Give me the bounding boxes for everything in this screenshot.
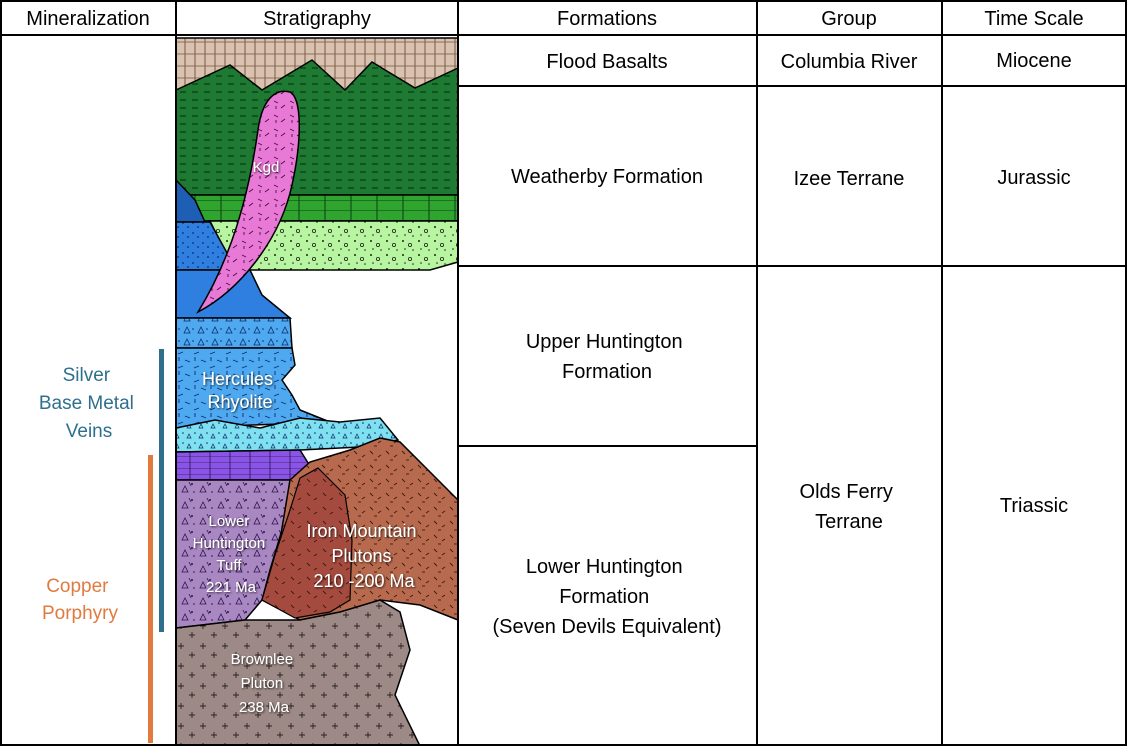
unit-weatherby-limestone: [175, 194, 459, 222]
group-column: Columbia River Izee Terrane Olds Ferry T…: [781, 51, 918, 533]
table-headers: Mineralization Stratigraphy Formations G…: [26, 8, 1083, 30]
label-lower-huntington-tuff: Lower Huntington Tuff 221 Ma: [193, 513, 270, 596]
time-miocene: Miocene: [996, 50, 1072, 72]
stratigraphy-column: [175, 37, 459, 746]
formation-upper-huntington: Upper Huntington Formation: [526, 331, 688, 383]
label-hercules-rhyolite: Hercules Rhyolite: [202, 369, 278, 412]
formations-column: Flood Basalts Weatherby Formation Upper …: [493, 51, 722, 638]
group-olds-ferry-terrane: Olds Ferry Terrane: [800, 481, 899, 533]
header-formations: Formations: [557, 8, 657, 30]
unit-blue-breccia: [175, 317, 293, 349]
unit-labels: Kgd Hercules Rhyolite Lower Huntington T…: [193, 159, 421, 716]
copper-porphyry-range-bar: [148, 455, 153, 743]
unit-brownlee-pluton: [175, 599, 421, 746]
header-time-scale: Time Scale: [984, 8, 1083, 30]
time-triassic: Triassic: [1000, 495, 1068, 517]
header-group: Group: [821, 8, 877, 30]
time-jurassic: Jurassic: [997, 167, 1070, 189]
label-kgd: Kgd: [253, 159, 280, 176]
header-stratigraphy: Stratigraphy: [263, 8, 371, 30]
time-scale-column: Miocene Jurassic Triassic: [996, 50, 1072, 517]
label-brownlee-pluton: Brownlee Pluton 238 Ma: [231, 651, 298, 716]
header-mineralization: Mineralization: [26, 8, 149, 30]
unit-purple-layer: [175, 449, 312, 481]
label-iron-mountain-plutons: Iron Mountain Plutons 210 -200 Ma: [306, 521, 421, 591]
formation-lower-huntington: Lower Huntington Formation (Seven Devils…: [493, 556, 722, 638]
unit-kgd-intrusion: [195, 90, 301, 314]
unit-iron-mountain-dark: [261, 467, 353, 619]
label-copper-porphyry: Copper Porphyry: [42, 576, 119, 624]
formation-weatherby: Weatherby Formation: [511, 166, 703, 188]
group-izee-terrane: Izee Terrane: [794, 168, 905, 190]
mineralization-column: Silver Base Metal Veins Copper Porphyry: [39, 349, 164, 743]
silver-veins-range-bar: [159, 349, 164, 632]
label-silver-base-metal-veins: Silver Base Metal Veins: [39, 365, 139, 442]
formation-flood-basalts: Flood Basalts: [546, 51, 667, 73]
group-columbia-river: Columbia River: [781, 51, 918, 73]
